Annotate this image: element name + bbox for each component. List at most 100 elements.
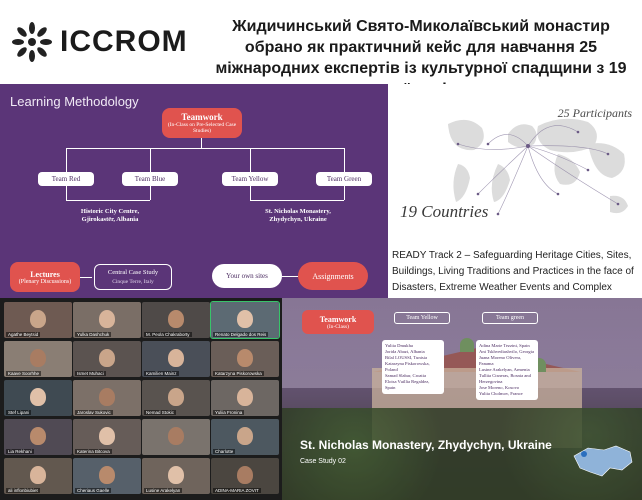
connector <box>66 148 67 172</box>
methodology-title: Learning Methodology <box>10 94 139 109</box>
participant-avatar <box>237 388 253 406</box>
participant-name: Ismet Muhaci <box>75 371 106 376</box>
connector <box>344 148 345 172</box>
team-member: Samad Slabar, Croatia <box>385 373 427 378</box>
monastery-photo-slide: Teamwork (In-Class) Team Yellow Team gre… <box>282 298 642 500</box>
participant-avatar <box>237 310 253 328</box>
video-tile[interactable] <box>142 419 210 455</box>
world-map-graphic <box>448 118 628 216</box>
countries-count: 19 Countries <box>400 202 489 221</box>
team-yellow-box: Team Yellow <box>222 172 278 186</box>
video-tile[interactable]: Cheriaus Gaelle <box>73 458 141 494</box>
central-case-box: Central Case Study Cinque Terre, Italy <box>94 264 172 290</box>
participant-avatar <box>99 349 115 367</box>
video-tile[interactable]: Agathe Beytsid <box>4 302 72 338</box>
video-tile[interactable]: Katarzyna Piskorowska <box>211 341 279 377</box>
participant-name: Jaroslav Sukovic <box>75 410 113 415</box>
video-tile[interactable]: Lusine Arakelyan <box>142 458 210 494</box>
team-blue-box: Team Blue <box>122 172 178 186</box>
slide-title: St. Nicholas Monastery, Zhydychyn, Ukrai… <box>300 438 552 452</box>
connector <box>66 200 150 201</box>
video-tile[interactable]: ali inflonbiubiet <box>4 458 72 494</box>
participant-name: Katerina Bitcova <box>75 449 112 454</box>
participant-avatar <box>99 427 115 445</box>
participant-avatar <box>168 310 184 328</box>
participant-name: Nemad Stokic <box>144 410 177 415</box>
connector <box>66 186 67 200</box>
participant-name: Kamilien Mainz <box>144 371 179 376</box>
participant-avatar <box>168 466 184 484</box>
team-member: Katarzyna Piskorowska, Poland <box>385 361 430 372</box>
connector <box>80 277 92 278</box>
teamwork-box: Teamwork (In-Class on Pre-Selected Case … <box>162 108 242 138</box>
participant-name: Lia Rekhani <box>6 449 34 454</box>
video-tile[interactable]: Kaave Soorhhe <box>4 341 72 377</box>
participant-avatar <box>168 349 184 367</box>
team-member: Yuliia Cholmov, France <box>479 391 523 396</box>
site-gjirokaster: Historic City Centre, Gjirokastër, Alban… <box>80 208 140 223</box>
logo-text: ICCROM <box>60 25 188 58</box>
participant-name: Yuliia Fronina <box>213 410 245 415</box>
participant-avatar <box>99 466 115 484</box>
video-tile[interactable]: Charlotte <box>211 419 279 455</box>
teamwork-title: Teamwork <box>181 112 223 122</box>
participant-avatar <box>237 466 253 484</box>
location-pin-icon <box>581 451 587 457</box>
participant-avatar <box>30 310 46 328</box>
team-member: Adina Marie Tezzini, Spain <box>479 343 530 348</box>
team-red-box: Team Red <box>38 172 94 186</box>
video-tile[interactable]: Ismet Muhaci <box>73 341 141 377</box>
team-member: Tulliia Cisneras, Bosnia and Herzegovina <box>479 373 531 384</box>
video-tile[interactable]: Jaroslav Sukovic <box>73 380 141 416</box>
participant-avatar <box>99 388 115 406</box>
video-tile[interactable]: Kamilien Mainz <box>142 341 210 377</box>
participant-avatar <box>168 427 184 445</box>
team-member: Lusine Arakelyan, Armenia <box>479 367 530 372</box>
participant-avatar <box>237 427 253 445</box>
teamwork-badge-title: Teamwork <box>319 314 357 324</box>
ukraine-map-icon <box>573 445 633 477</box>
participant-name: Charlotte <box>213 449 236 454</box>
participant-name: M. Peola Chakraborty <box>144 332 192 337</box>
video-tile[interactable]: ADINA-MARIA ZOVIT <box>211 458 279 494</box>
participants-count: 25 Participants <box>557 106 632 120</box>
slide-subtitle: Case Study 02 <box>300 458 346 465</box>
team-member: Jose Moreno, Kosovo <box>479 385 520 390</box>
connector <box>150 186 151 200</box>
video-tile[interactable]: Yuliia Fronina <box>211 380 279 416</box>
video-tile[interactable]: Lia Rekhani <box>4 419 72 455</box>
video-tile[interactable]: Stef Lipani <box>4 380 72 416</box>
video-tile[interactable]: Yulka Dashchuk <box>73 302 141 338</box>
lectures-box: Lectures (Plenary Discussions) <box>10 262 80 292</box>
participant-name: Katarzyna Piskorowska <box>213 371 264 376</box>
participant-name: Yulka Dashchuk <box>75 332 112 337</box>
iccrom-logo: ICCROM <box>10 20 188 64</box>
team-yellow-tab: Team Yellow <box>394 312 450 324</box>
video-tile[interactable]: M. Peola Chakraborty <box>142 302 210 338</box>
assignments-box: Assignments <box>298 262 368 290</box>
header: ICCROM Жидичинський Свято-Миколаївський … <box>0 0 642 98</box>
own-sites-box: Your own sites <box>212 264 282 288</box>
lectures-sub: (Plenary Discussions) <box>18 278 72 285</box>
connector <box>201 138 202 148</box>
connector <box>282 276 298 277</box>
team-member: Yuliia Dmukha <box>385 343 413 348</box>
participant-name: ADINA-MARIA ZOVIT <box>213 488 261 493</box>
participant-name: Stef Lipani <box>6 410 32 415</box>
teamwork-sub: (In-Class on Pre-Selected Case Studies) <box>167 122 237 134</box>
video-tile[interactable]: Nemad Stokic <box>142 380 210 416</box>
team-member: Juana Moreno Olivera, Panama <box>479 355 522 366</box>
participant-name: Kaave Soorhhe <box>6 371 42 376</box>
connector <box>66 148 344 149</box>
participant-name: Lusine Arakelyan <box>144 488 183 493</box>
iccrom-flower-icon <box>12 22 52 62</box>
teamwork-badge-sub: (In-Class) <box>327 323 349 330</box>
video-tile[interactable]: Katerina Bitcova <box>73 419 141 455</box>
teamwork-badge: Teamwork (In-Class) <box>302 310 374 334</box>
site-zhydychyn: St. Nicholas Monastery, Zhydychyn, Ukrai… <box>265 208 331 223</box>
team-green-box: Team Green <box>316 172 372 186</box>
video-tile[interactable]: Renato Delgado dos Reis <box>210 301 280 339</box>
map-panel: 25 Participants 19 Countries READY Track… <box>388 84 642 309</box>
connector <box>250 186 251 200</box>
